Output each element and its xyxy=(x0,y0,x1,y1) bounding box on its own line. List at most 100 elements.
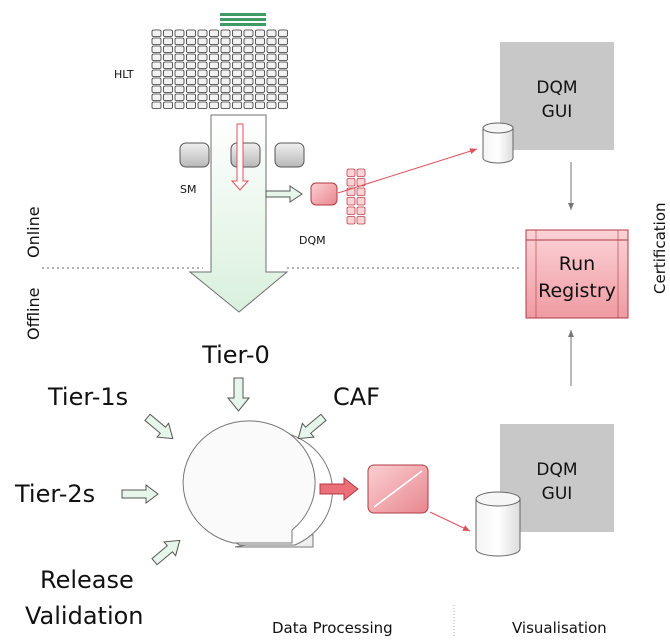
hlt-top-bars xyxy=(220,13,266,26)
hlt-node xyxy=(197,101,208,109)
hlt-node xyxy=(266,53,277,61)
tier0-arrow xyxy=(226,377,251,412)
hlt-node xyxy=(266,61,277,69)
hlt-node xyxy=(243,93,254,101)
data-processing-label: Data Processing xyxy=(272,619,393,637)
hlt-node xyxy=(255,77,265,85)
hlt-node xyxy=(186,77,196,85)
hlt-node xyxy=(278,85,288,93)
dqm-node xyxy=(356,168,366,177)
hlt-node xyxy=(209,85,219,93)
hlt-node xyxy=(163,61,173,69)
red-arrow-to-bottom-db xyxy=(429,511,471,532)
central-processing-blob xyxy=(182,420,333,548)
hlt-node xyxy=(232,69,242,77)
hlt-node xyxy=(151,69,162,77)
hlt-node xyxy=(255,37,265,45)
hlt-node xyxy=(232,77,242,85)
tier1s-label: Tier-1s xyxy=(47,383,128,411)
caf-arrow xyxy=(297,413,327,440)
hlt-node xyxy=(278,29,288,37)
hlt-node xyxy=(232,93,242,101)
hlt-node xyxy=(209,29,219,37)
top-dqm-gui-label-line2: GUI xyxy=(542,102,573,122)
hlt-node xyxy=(163,101,173,109)
certification-label: Certification xyxy=(651,202,669,294)
hlt-node xyxy=(197,69,208,77)
hlt-node xyxy=(197,93,208,101)
tier0-label: Tier-0 xyxy=(201,341,270,369)
sm-box-3 xyxy=(274,142,305,168)
visualisation-label: Visualisation xyxy=(512,619,607,637)
hlt-node xyxy=(197,37,208,45)
hlt-node xyxy=(220,93,231,101)
hlt-node xyxy=(243,53,254,61)
hlt-node xyxy=(255,93,265,101)
hlt-node xyxy=(186,93,196,101)
hlt-node xyxy=(278,101,288,109)
hlt-node xyxy=(278,45,288,53)
hlt-node xyxy=(186,37,196,45)
hlt-node xyxy=(151,77,162,85)
arrow-to-online-dqm xyxy=(265,185,303,203)
hlt-node xyxy=(151,93,162,101)
hlt-node xyxy=(278,61,288,69)
hlt-node xyxy=(186,53,196,61)
hlt-node xyxy=(186,85,196,93)
hlt-label: HLT xyxy=(114,68,134,81)
bottom-dqm-gui-label-line1: DQM xyxy=(536,460,577,480)
offline-label: Offline xyxy=(24,288,43,341)
bottom-dqm-gui-label-line2: GUI xyxy=(542,484,573,504)
hlt-node xyxy=(255,61,265,69)
hlt-node xyxy=(163,85,173,93)
dqm-node xyxy=(356,216,366,225)
hlt-node xyxy=(163,69,173,77)
hlt-node xyxy=(266,37,277,45)
hlt-node xyxy=(151,53,162,61)
hlt-node xyxy=(209,101,219,109)
hlt-node xyxy=(197,53,208,61)
top-dqm-gui-label-line1: DQM xyxy=(536,78,577,98)
offline-processing-box xyxy=(367,464,429,514)
hlt-node xyxy=(278,69,288,77)
dqm-node xyxy=(356,187,366,196)
hlt-node xyxy=(209,37,219,45)
hlt-node xyxy=(232,29,242,37)
tier2s-label: Tier-2s xyxy=(14,480,95,508)
top-database-icon xyxy=(482,122,514,164)
data-flow-big-arrow xyxy=(188,114,289,313)
hlt-node xyxy=(255,45,265,53)
hlt-node xyxy=(266,45,277,53)
hlt-node xyxy=(197,77,208,85)
hlt-node xyxy=(209,69,219,77)
hlt-node xyxy=(243,101,254,109)
hlt-node xyxy=(209,77,219,85)
hlt-node xyxy=(186,61,196,69)
hlt-node xyxy=(186,45,196,53)
hlt-node xyxy=(266,93,277,101)
dqm-node xyxy=(346,178,356,187)
hlt-node xyxy=(232,85,242,93)
hlt-farm-grid xyxy=(151,29,288,109)
hlt-node xyxy=(266,101,277,109)
hlt-node xyxy=(243,85,254,93)
sm-box-1 xyxy=(179,142,210,168)
red-arrow-to-top-db xyxy=(337,148,478,194)
hlt-node xyxy=(243,61,254,69)
hlt-node xyxy=(255,29,265,37)
run-registry-box xyxy=(525,229,629,319)
release-validation-arrow xyxy=(151,539,181,566)
hlt-node xyxy=(255,53,265,61)
hlt-node xyxy=(197,85,208,93)
online-dqm-box xyxy=(310,182,338,206)
hlt-node xyxy=(151,29,162,37)
hlt-node xyxy=(174,61,185,69)
tier1s-arrow xyxy=(144,413,174,440)
hlt-node xyxy=(255,101,265,109)
online-dqm-grid xyxy=(346,168,366,225)
hlt-node xyxy=(163,77,173,85)
red-arrow-to-processing-box xyxy=(319,476,359,502)
tier2s-arrow xyxy=(121,484,159,504)
hlt-node xyxy=(174,77,185,85)
